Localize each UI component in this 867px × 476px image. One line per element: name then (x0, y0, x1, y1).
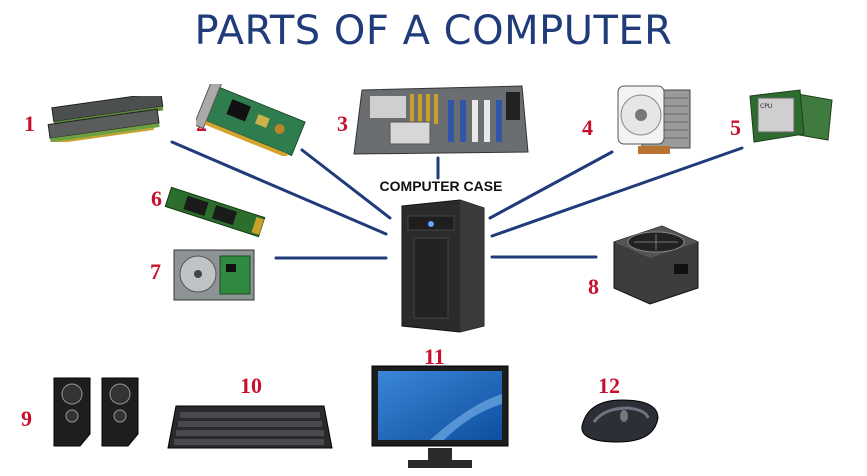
mouse-icon (581, 399, 659, 443)
part-number-5: 5 (730, 115, 741, 140)
computer-case-label: COMPUTER CASE (379, 178, 503, 194)
part-number-3: 3 (337, 111, 348, 136)
part-number-6: 6 (151, 186, 162, 211)
connector-line-5 (490, 146, 744, 238)
cpu-cooler-icon (617, 85, 691, 154)
ssd-icon (164, 186, 266, 238)
part-number-8: 8 (588, 274, 599, 299)
connector-line-4 (488, 150, 614, 220)
part-number-10: 10 (240, 373, 262, 398)
page-title: PARTS OF A COMPUTER (194, 8, 673, 54)
speakers-icon (53, 377, 139, 447)
keyboard-icon (167, 405, 333, 449)
part-number-1: 1 (24, 111, 35, 136)
part-number-4: 4 (582, 115, 593, 140)
part-number-9: 9 (21, 406, 32, 431)
cpu-chip-icon: CPU (749, 89, 833, 143)
hard-drive-icon (173, 249, 255, 301)
connector-line-1 (170, 140, 388, 236)
ram-modules-icon (47, 96, 164, 142)
part-number-12: 12 (598, 373, 620, 398)
svg-text:CPU: CPU (760, 103, 772, 110)
computer-case-icon (401, 199, 485, 333)
motherboard-icon (353, 85, 529, 155)
connector-line-2 (300, 148, 392, 220)
power-supply-icon (613, 225, 699, 305)
expansion-card-icon (196, 84, 306, 156)
monitor-icon (371, 365, 509, 468)
part-number-7: 7 (150, 259, 161, 284)
part-number-11: 11 (424, 344, 445, 369)
